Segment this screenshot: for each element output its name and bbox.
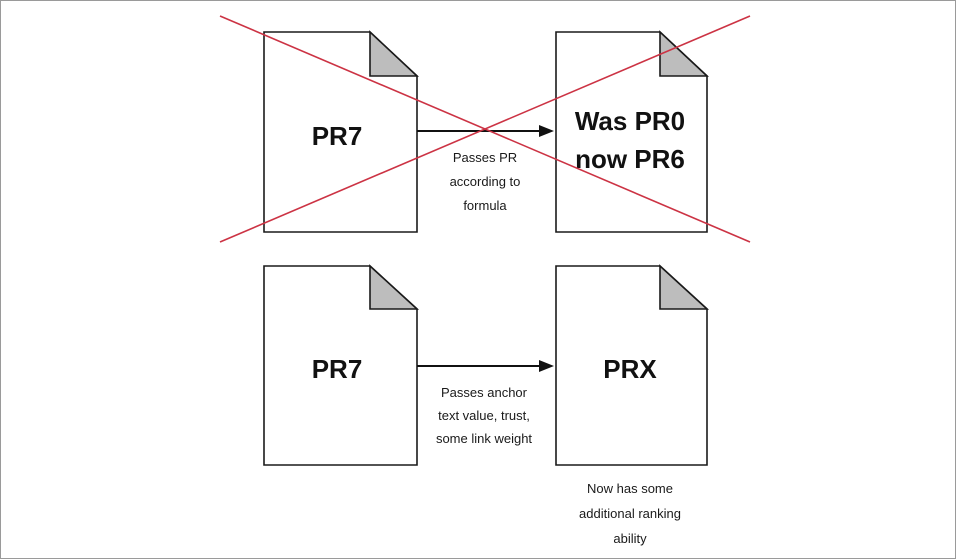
bottom-link-arrow	[417, 360, 554, 372]
cross-line-b	[219, 15, 751, 243]
target-note-line-1: Now has some	[587, 481, 673, 496]
top-edge-caption-line-1: Passes PR	[453, 150, 517, 165]
document-page-icon	[555, 265, 708, 466]
top-target-label-line-2: now PR6	[575, 144, 685, 174]
bottom-edge-caption-line-1: Passes anchor	[441, 385, 528, 400]
top-target-label-line-1: Was PR0	[575, 106, 685, 136]
page-fold-icon	[369, 264, 420, 310]
top-edge-caption-line-2: according to	[450, 174, 521, 189]
bottom-source-label: PR7	[312, 354, 363, 384]
bottom-row: PR7 PRX Passes anchor text value, trust,…	[263, 264, 710, 546]
document-page-icon	[263, 31, 418, 233]
top-row: PR7 Was PR0 now PR6 Passes PR according …	[219, 15, 751, 243]
top-target-document: Was PR0 now PR6	[555, 30, 710, 233]
cross-out-mark	[219, 15, 751, 243]
bottom-target-label: PRX	[603, 354, 657, 384]
bottom-source-document: PR7	[263, 264, 420, 466]
document-page-icon	[263, 265, 418, 466]
page-fold-icon	[659, 264, 710, 310]
bottom-target-document: PRX	[555, 264, 710, 466]
page-fold-icon	[369, 30, 420, 77]
bottom-edge-caption-line-3: some link weight	[436, 431, 532, 446]
page-fold-icon	[659, 30, 710, 77]
arrow-head-icon	[539, 125, 554, 137]
top-source-label: PR7	[312, 121, 363, 151]
top-source-document: PR7	[263, 30, 420, 233]
arrow-head-icon	[539, 360, 554, 372]
target-note-line-3: ability	[613, 531, 647, 546]
top-edge-caption-line-3: formula	[463, 198, 507, 213]
top-link-arrow	[417, 125, 554, 137]
bottom-edge-caption-line-2: text value, trust,	[438, 408, 530, 423]
target-note-line-2: additional ranking	[579, 506, 681, 521]
